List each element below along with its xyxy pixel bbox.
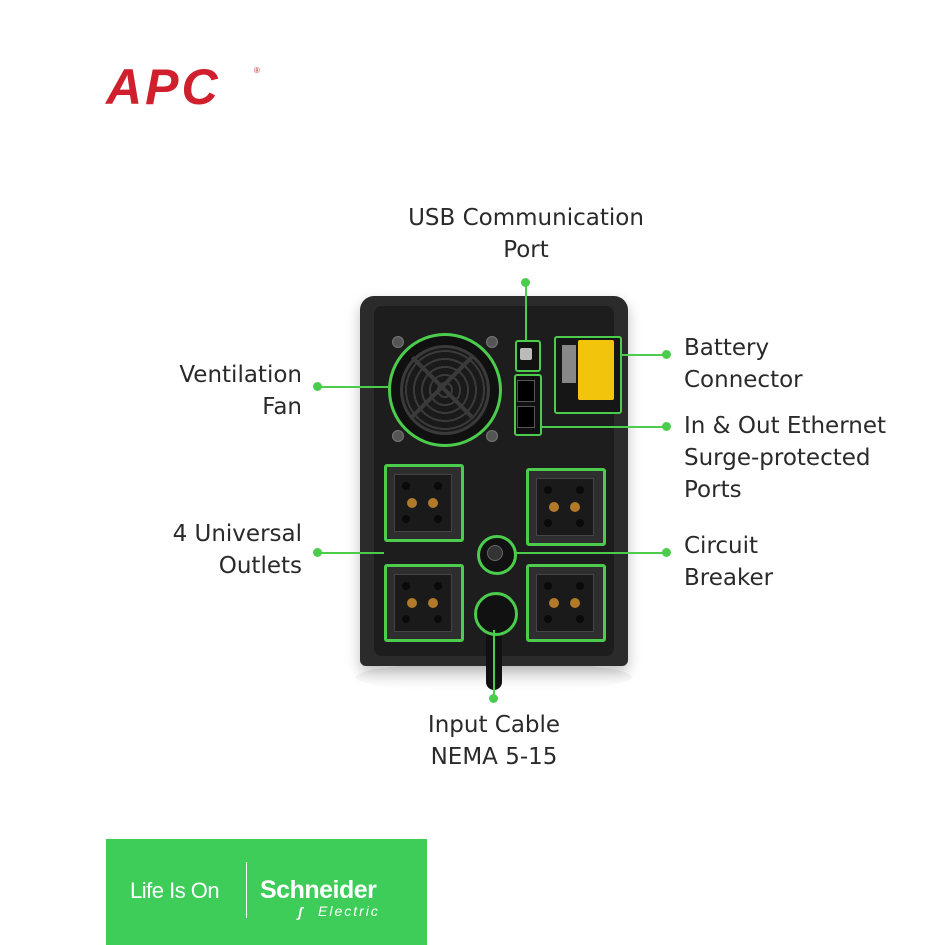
- fan-callout-line: [318, 386, 388, 388]
- universal-outlets-label: 4 Universal Outlets: [172, 521, 302, 579]
- outlet-contact: [428, 498, 438, 508]
- outlet-hole: [434, 615, 442, 623]
- outlet-hole: [544, 615, 552, 623]
- circuit-breaker-button: [487, 545, 503, 561]
- banner-divider: [246, 862, 247, 918]
- ventilation-fan-label: Ventilation Fan: [179, 362, 302, 420]
- fan-callout-dot: [313, 382, 322, 391]
- circuit-breaker-label: Circuit Breaker: [684, 533, 774, 591]
- ethernet-out-port: [517, 406, 535, 428]
- outlet-hole: [544, 486, 552, 494]
- electric-wordmark: Electric: [318, 903, 380, 919]
- outlet-contact: [549, 598, 559, 608]
- schneider-wordmark: Schneider: [260, 876, 377, 904]
- ethernet-in-port: [517, 380, 535, 402]
- outlet-hole: [576, 486, 584, 494]
- ethernet-ports-label: In & Out Ethernet Surge-protected Ports: [684, 413, 887, 503]
- outlet-contact: [407, 598, 417, 608]
- outlet-hole: [402, 482, 410, 490]
- schneider-banner: [106, 839, 427, 945]
- screw: [486, 430, 498, 442]
- trademark-symbol: ®: [254, 66, 260, 75]
- outlet-contact: [549, 502, 559, 512]
- ethernet-callout-dot: [662, 422, 671, 431]
- screw: [486, 336, 498, 348]
- usb-port-highlight: [515, 340, 541, 372]
- battery-callout-dot: [662, 350, 671, 359]
- outlet-contact: [407, 498, 417, 508]
- usb-callout-line: [525, 282, 527, 340]
- usb-port-label: USB Communication Port: [408, 205, 644, 263]
- cable-callout-line: [493, 630, 495, 698]
- breaker-callout-line: [514, 552, 666, 554]
- battery-terminal: [562, 345, 576, 383]
- apc-logo: APC: [106, 59, 221, 115]
- battery-connector-plug: [578, 340, 614, 400]
- breaker-callout-dot: [662, 548, 671, 557]
- battery-connector-label: Battery Connector: [684, 335, 803, 393]
- usb-port-icon: [520, 348, 532, 360]
- schneider-logo-icon: ʃ: [298, 904, 303, 920]
- outlet-hole: [434, 482, 442, 490]
- usb-callout-dot: [521, 278, 530, 287]
- cable-callout-dot: [489, 694, 498, 703]
- outlet-hole: [576, 519, 584, 527]
- outlet-hole: [544, 519, 552, 527]
- outlet-hole: [544, 582, 552, 590]
- battery-callout-line: [620, 354, 666, 356]
- screw: [392, 430, 404, 442]
- outlet-hole: [402, 582, 410, 590]
- outlets-callout-dot: [313, 548, 322, 557]
- outlet-contact: [428, 598, 438, 608]
- outlets-callout-line: [318, 552, 384, 554]
- life-is-on-tagline: Life Is On: [130, 878, 220, 903]
- input-cable-highlight: [474, 592, 518, 636]
- outlet-contact: [570, 502, 580, 512]
- outlet-contact: [570, 598, 580, 608]
- outlet-hole: [434, 582, 442, 590]
- screw: [392, 336, 404, 348]
- outlet-hole: [434, 515, 442, 523]
- outlet-hole: [576, 615, 584, 623]
- outlet-hole: [402, 615, 410, 623]
- ethernet-callout-line: [540, 426, 666, 428]
- outlet-hole: [402, 515, 410, 523]
- input-cable-label: Input Cable NEMA 5-15: [427, 712, 561, 770]
- outlet-hole: [576, 582, 584, 590]
